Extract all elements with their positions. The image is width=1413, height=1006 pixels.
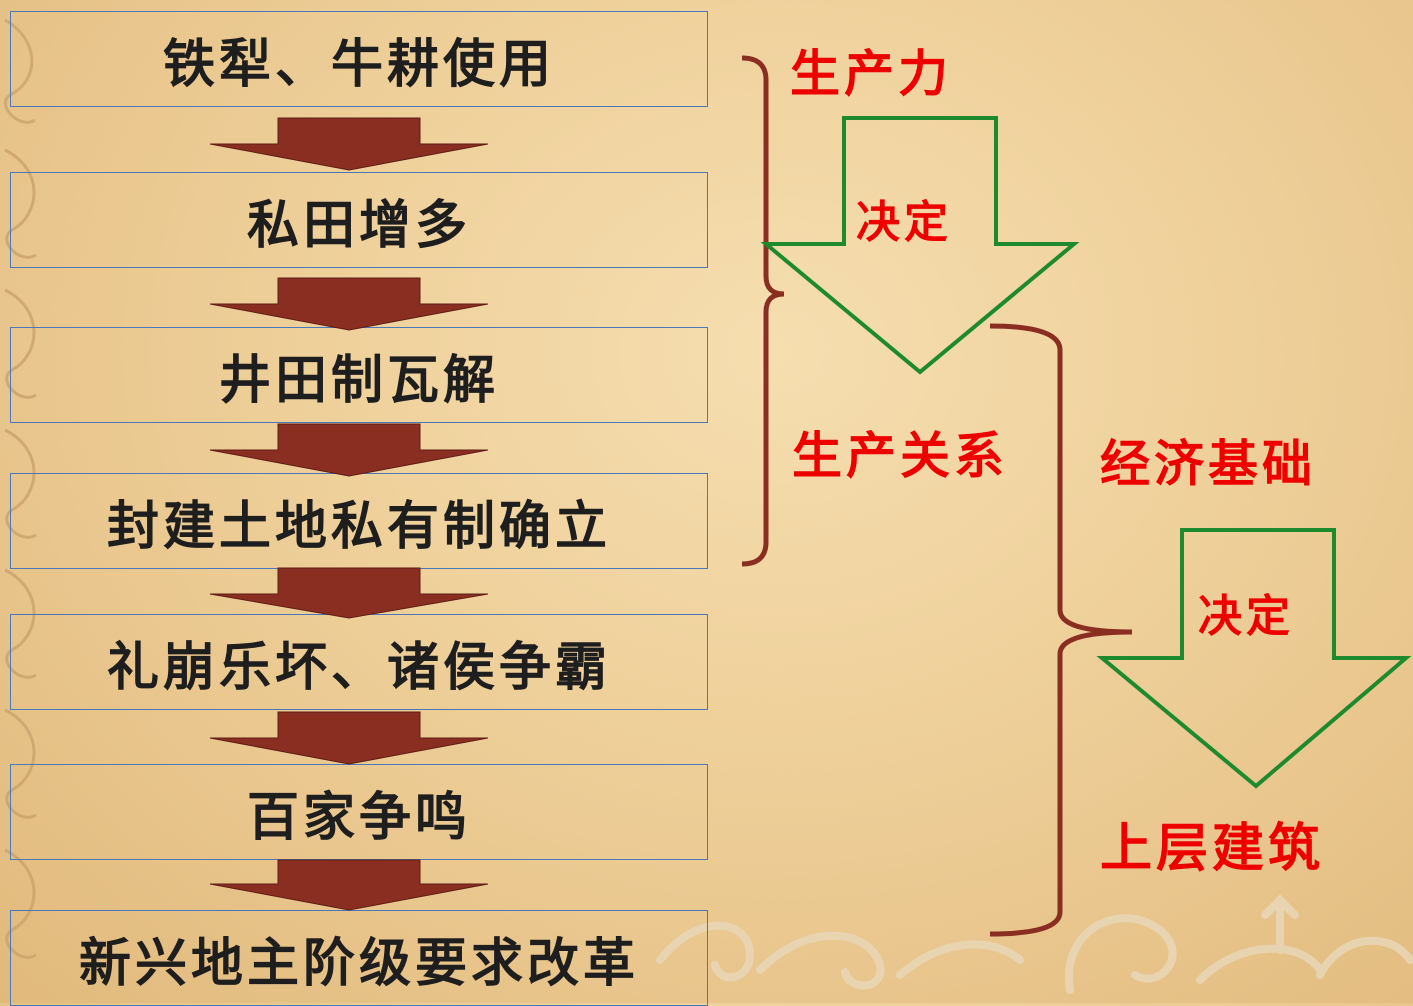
chain-arrow-6 <box>209 859 489 911</box>
left-scroll-ornament <box>3 18 37 959</box>
decide-arrow-1 <box>760 116 1080 375</box>
decide-arrow-2 <box>1096 528 1412 789</box>
chain-step-2-label: 私田增多 <box>246 194 471 256</box>
brace-base-superstructure <box>989 323 1133 937</box>
chain-arrow-2 <box>209 277 489 331</box>
chain-step-7-label: 新兴地主阶级要求改革 <box>78 932 639 994</box>
chain-step-7: 新兴地主阶级要求改革 <box>10 910 708 1006</box>
chain-step-6-label: 百家争鸣 <box>246 786 471 848</box>
chain-arrow-1 <box>209 117 489 171</box>
relations-text: 生产关系 <box>792 426 1008 485</box>
superstructure-text: 上层建筑 <box>1100 818 1325 879</box>
chain-step-5-label: 礼崩乐坏、诸侯争霸 <box>106 636 611 698</box>
label-decide-2: 决定 <box>1198 580 1294 644</box>
chain-step-1: 铁犁、牛耕使用 <box>10 11 708 107</box>
chain-step-2: 私田增多 <box>10 172 708 268</box>
decide-2-text: 决定 <box>1198 591 1294 642</box>
brace-forces-relations <box>741 55 785 567</box>
bottom-scroll-ornament <box>656 894 1413 994</box>
chain-arrow-5 <box>209 711 489 765</box>
chain-step-3-label: 井田制瓦解 <box>218 349 499 411</box>
productive-forces-text: 生产力 <box>790 44 952 103</box>
chain-arrow-3 <box>209 423 489 477</box>
economic-base-text: 经济基础 <box>1100 434 1316 493</box>
chain-step-4-label: 封建土地私有制确立 <box>106 495 611 557</box>
label-superstructure: 上层建筑 <box>1100 806 1324 881</box>
label-productive-forces: 生产力 <box>790 34 952 106</box>
chain-step-1-label: 铁犁、牛耕使用 <box>162 33 555 95</box>
label-economic-base: 经济基础 <box>1100 424 1316 496</box>
decide-1-text: 决定 <box>856 197 952 248</box>
chain-arrow-4 <box>209 567 489 619</box>
chain-step-3: 井田制瓦解 <box>10 327 708 423</box>
label-relations-of-production: 生产关系 <box>792 416 1008 488</box>
label-decide-1: 决定 <box>856 186 952 250</box>
